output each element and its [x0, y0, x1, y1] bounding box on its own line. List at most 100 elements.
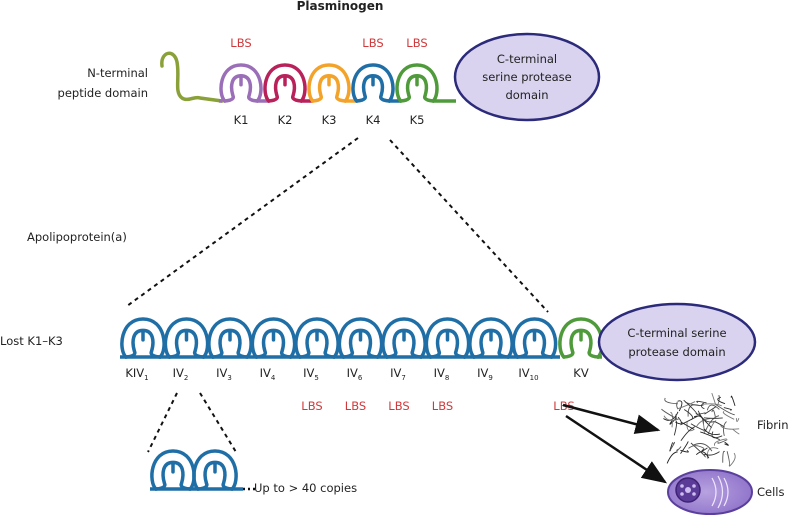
fibrin-strand: [711, 392, 717, 405]
fibrin-strand: [717, 395, 721, 405]
diagram-title: Plasminogen: [297, 0, 384, 13]
fibrin-strand: [700, 431, 720, 441]
apoa-protease-line2: protease domain: [628, 345, 725, 359]
cell-image: [667, 469, 753, 515]
fibrin-strand: [722, 411, 735, 420]
fibrin-strand: [683, 409, 694, 421]
copy-kringle-1: [150, 449, 196, 491]
kringle-kiv-7: [381, 317, 427, 359]
kringle-kiv-1: [120, 317, 166, 359]
kringle-k1: [219, 63, 263, 103]
apolipoprotein-label: Apolipoprotein(a): [27, 230, 127, 244]
kringle-kiv-10: [511, 317, 558, 359]
fibrin-strand: [715, 404, 735, 416]
fibrin-strand: [666, 451, 678, 464]
kringle-label-kiv-10: IV10: [518, 366, 538, 382]
arrow-to-cells: [565, 414, 668, 484]
kringle-k4: [351, 63, 395, 103]
lbs-label-k5: LBS: [406, 36, 427, 50]
kringle-label-kiv-1: KIV1: [125, 366, 148, 382]
kringle-kiv-3: [207, 317, 253, 359]
fibrin-strand: [711, 431, 723, 439]
kringle-label-kiv-4: IV4: [260, 366, 276, 382]
copies-zoom-line-right: [199, 392, 237, 453]
kringle-kiv-9: [468, 317, 514, 359]
fibrin-strand: [670, 411, 673, 428]
fibrin-strand: [688, 445, 705, 449]
zoom-line-right: [389, 139, 549, 313]
fibrin-strand: [711, 409, 716, 417]
kringle-label-kiv-9: IV9: [477, 366, 493, 382]
fibrin-strand: [703, 451, 720, 456]
fibrin-strand: [692, 443, 713, 452]
fibrin-strand: [661, 408, 679, 421]
fibrin-strand: [717, 396, 726, 405]
fibrin-strand: [664, 397, 678, 405]
fibrin-strand: [713, 438, 727, 446]
fibrin-strand: [690, 423, 707, 432]
fibrin-strand: [702, 403, 722, 407]
kringle-k2: [263, 63, 307, 103]
fibrin-strand: [730, 395, 736, 407]
plg-protease-line3: domain: [505, 88, 548, 102]
lbs-label-kiv-5: LBS: [301, 399, 322, 413]
arrow-to-fibrin: [562, 403, 661, 434]
apoa-protease-line1: C-terminal serine: [627, 326, 726, 340]
lbs-label-k4: LBS: [362, 36, 383, 50]
fibrin-label: Fibrin: [757, 418, 789, 432]
kringle-kiv-4: [250, 317, 297, 359]
fibrin-strand: [683, 399, 698, 416]
fibrin-strand: [669, 442, 674, 452]
kringle-label-kiv-6: IV6: [347, 366, 363, 382]
kringle-kv: [558, 317, 604, 359]
fibrin-strand: [673, 420, 678, 436]
fibrin-strand: [735, 418, 740, 422]
fibrin-strand: [697, 410, 715, 423]
fibrin-strand: [703, 428, 720, 436]
apoa-protease-domain: [597, 302, 757, 382]
copies-kringles: [150, 449, 256, 491]
lbs-label-kiv-8: LBS: [432, 399, 453, 413]
n-terminal-peptide-chain: [160, 51, 224, 103]
fibrin-strand: [695, 451, 710, 459]
fibrin-strand: [726, 451, 730, 467]
fibrin-strand: [680, 415, 699, 426]
fibrin-mesh-image: [661, 392, 740, 467]
fibrin-strand: [707, 420, 717, 435]
fibrin-strand: [686, 422, 695, 432]
kringle-label-kiv-7: IV7: [390, 366, 406, 382]
fibrin-strand: [705, 415, 720, 431]
fibrin-strand: [701, 402, 705, 410]
kringle-label-kiv-8: IV8: [434, 366, 450, 382]
kringle-kiv-2: [163, 317, 210, 359]
n-terminal-label-line1: N-terminal: [87, 66, 148, 80]
kringle-k3: [307, 63, 351, 103]
fibrin-strand: [713, 421, 725, 428]
fibrin-strand: [695, 412, 706, 415]
fibrin-strand: [702, 420, 705, 434]
fibrin-strand: [723, 421, 727, 436]
kringle-label-kiv-3: IV3: [216, 366, 232, 382]
kringle-label-k3: K3: [322, 113, 337, 127]
fibrin-strand: [706, 404, 720, 411]
plg-protease-line1: C-terminal: [497, 52, 557, 66]
lbs-label-kiv-7: LBS: [388, 399, 409, 413]
fibrin-strand: [696, 418, 711, 427]
kringle-k5: [395, 63, 439, 103]
fibrin-strand: [722, 450, 726, 463]
copies-zoom-line-left: [147, 392, 178, 453]
kringle-label-k2: K2: [278, 113, 293, 127]
fibrin-strand: [732, 428, 740, 435]
fibrin-strand: [663, 415, 681, 421]
fibrin-strand: [706, 447, 719, 459]
fibrin-strand: [677, 401, 696, 410]
fibrin-strand: [703, 417, 723, 419]
lost-k1-k3-label: Lost K1–K3: [0, 334, 63, 348]
kringle-kiv-5: [294, 317, 340, 359]
fibrin-strand: [717, 439, 728, 444]
copy-kringle-2: [192, 449, 238, 491]
fibrin-strand: [723, 407, 732, 411]
fibrin-strand: [701, 447, 708, 452]
